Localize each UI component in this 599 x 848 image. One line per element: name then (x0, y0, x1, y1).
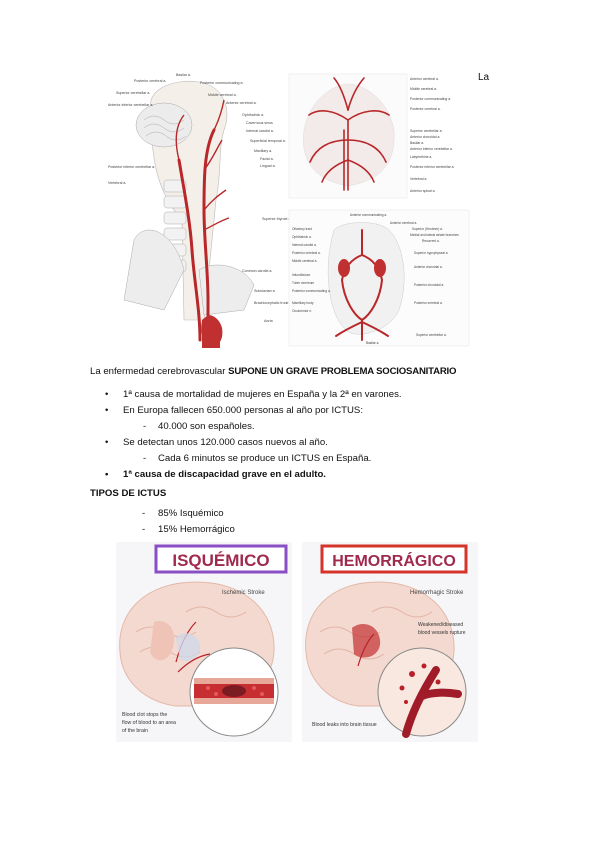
label-maxillary: Maxillary a. (254, 149, 272, 153)
list-item: -15% Hemorrágico (142, 522, 235, 538)
bullet-glyph: • (105, 437, 109, 448)
ischemic-caption-2: flow of blood to an area (122, 720, 176, 726)
label-posterior-inferior-cerebellar: Posterior inferior cerebellar a. (108, 165, 155, 169)
label-common-carotid: Common carotid a. (242, 269, 272, 273)
label-rb-anterior-cerebral: Anterior cerebral a. (390, 221, 417, 225)
label-brachiocephalic: Brachiocephalic trunk (254, 301, 289, 305)
label-rb-superior-hypophyseal: Superior hypophyseal a. (414, 251, 448, 255)
dash-glyph: - (143, 453, 147, 464)
label-superior-thyroid: Superior thyroid a. (262, 217, 291, 221)
label-rb-recurrent: Recurrent a. (422, 239, 440, 243)
label-rt-anterior-choroidal: Anterior choroidal a. (410, 135, 440, 139)
label-rb-mamillary: Mamillary body (292, 301, 314, 305)
label-rb-basilar: Basilar a. (366, 341, 379, 345)
list-item: •En Europa fallecen 650.000 personas al … (105, 403, 525, 419)
list-item: -85% Isquémico (142, 506, 235, 522)
label-rb-striate: Medial and lateral striate branches (410, 233, 459, 237)
circle-of-willis-top (288, 73, 408, 199)
label-rb-infundibulum: Infundibulum (292, 273, 311, 277)
label-rt-vertebral: Vertebral a. (410, 177, 427, 181)
label-rt-posterior-cerebral: Posterior cerebral a. (410, 107, 441, 111)
main-heading: La enfermedad cerebrovascular SUPONE UN … (90, 366, 456, 377)
stroke-types-list: -85% Isquémico -15% Hemorrágico (142, 506, 235, 538)
hemorrhagic-banner: HEMORRÁGICO (332, 551, 456, 570)
ischemic-caption-3: of the brain (122, 728, 148, 734)
label-post-communicating: Posterior communicating a. (200, 81, 244, 85)
hemorrhagic-caption: Blood leaks into brain tissue (312, 722, 377, 728)
label-rb-post-communicating: Posterior communicating a. (292, 289, 331, 293)
types-heading: TIPOS DE ICTUS (90, 488, 167, 499)
label-rb-olfactory: Olfactory tract (292, 227, 312, 231)
label-rt-labyrinthine: Labyrinthine a. (410, 155, 432, 159)
label-rb-posterior-cerebral: Posterior cerebral a. (292, 251, 321, 255)
label-rb-tuber: Tuber cinereum (292, 281, 315, 285)
label-rb-anterior-communicating: Anterior communicating a. (350, 213, 387, 217)
label-rb-superior-cerebellar: Superior cerebellar a. (416, 333, 447, 337)
dash-glyph: - (143, 421, 147, 432)
label-rb-heubner: Superior (Heubner) a. (412, 227, 443, 231)
hemorrhagic-note-1: Weakened/diseased (418, 622, 463, 628)
label-cavernous-sinus: Cavernous sinus (246, 121, 273, 125)
label-rt-anterior-cerebral: Anterior cerebral a. (410, 77, 439, 81)
dash-glyph: - (142, 508, 146, 519)
label-posterior-cerebral: Posterior cerebral a. (134, 79, 166, 83)
statistics-list: •1ª causa de mortalidad de mujeres en Es… (105, 387, 525, 483)
label-rt-aica: Anterior inferior cerebellar a. (410, 147, 453, 151)
brain-base-illustration (288, 209, 470, 347)
head-neck-illustration (123, 80, 255, 348)
label-middle-cerebral: Middle cerebral a. (208, 93, 237, 97)
list-item: -40.000 son españoles. (105, 419, 525, 435)
ischemic-panel: ISQUÉMICO Ischemic Stroke Blood clot sto… (116, 542, 292, 742)
bullet-glyph: • (105, 389, 109, 400)
label-basilar: Basilar a. (176, 73, 191, 77)
list-item: •1ª causa de discapacidad grave en el ad… (105, 467, 525, 483)
label-rb-internal-carotid: Internal carotid a. (292, 243, 317, 247)
hemorrhagic-panel: HEMORRÁGICO Hemorrhagic Stroke Weakened/… (302, 542, 478, 742)
label-rb-ophthalmic: Ophthalmic a. (292, 235, 312, 239)
main-heading-prefix: La enfermedad cerebrovascular (90, 366, 229, 377)
label-rb-posterior-choroidal: Posterior choroidal a. (414, 283, 444, 287)
label-rt-pica: Posterior inferior cerebellar a. (410, 165, 455, 169)
hemorrhagic-title: Hemorrhagic Stroke (410, 590, 464, 596)
cerebral-arteries-figure: Basilar a. Posterior cerebral a. Superio… (104, 70, 470, 348)
label-rt-superior-cerebellar: Superior cerebellar a. (410, 129, 442, 133)
label-rb-posterior-cerebral-2: Posterior cerebral a. (414, 301, 443, 305)
stroke-types-figure: ISQUÉMICO Ischemic Stroke Blood clot sto… (116, 542, 478, 742)
label-rt-basilar: Basilar a. (410, 141, 424, 145)
label-anterior-cerebral: Anterior cerebral a. (226, 101, 257, 105)
label-anterior-inferior-cerebellar: Anterior inferior cerebellar a. (108, 103, 153, 107)
label-rt-post-communicating: Posterior communicating a. (410, 97, 451, 101)
ischemic-caption-1: Blood clot stops the (122, 712, 167, 718)
label-rt-anterior-spinal: Anterior spinal a. (410, 189, 436, 193)
label-rb-middle-cerebral: Middle cerebral a. (292, 259, 317, 263)
bullet-glyph: • (105, 469, 109, 480)
label-rb-anterior-choroidal: Anterior choroidal a. (414, 265, 443, 269)
label-superficial-temporal: Superficial temporal a. (250, 139, 286, 143)
label-superior-cerebellar: Superior cerebellar a. (116, 91, 150, 95)
label-subclavian: Subclavian a. (254, 289, 276, 293)
label-ophthalmic: Ophthalmic a. (242, 113, 264, 117)
label-lingual: Lingual a. (260, 164, 276, 168)
corner-text: La (478, 72, 490, 83)
label-facial: Facial a. (260, 157, 274, 161)
list-item: -Cada 6 minutos se produce un ICTUS en E… (105, 451, 525, 467)
label-internal-carotid: Internal carotid a. (246, 129, 274, 133)
label-vertebral-left: Vertebral a. (108, 181, 126, 185)
main-heading-emphasis: SUPONE UN GRAVE PROBLEMA SOCIOSANITARIO (228, 366, 457, 377)
ischemic-banner: ISQUÉMICO (172, 551, 269, 570)
label-aorta: Aorta (264, 319, 273, 323)
dash-glyph: - (142, 524, 146, 535)
list-item: •Se detectan unos 120.000 casos nuevos a… (105, 435, 525, 451)
bullet-glyph: • (105, 405, 109, 416)
label-rb-oculomotor: Oculomotor n. (292, 309, 312, 313)
list-item: •1ª causa de mortalidad de mujeres en Es… (105, 387, 525, 403)
label-rt-middle-cerebral: Middle cerebral a. (410, 87, 437, 91)
hemorrhagic-note-2: blood vessels rupture (418, 630, 466, 636)
ischemic-title: Ischemic Stroke (222, 590, 265, 596)
